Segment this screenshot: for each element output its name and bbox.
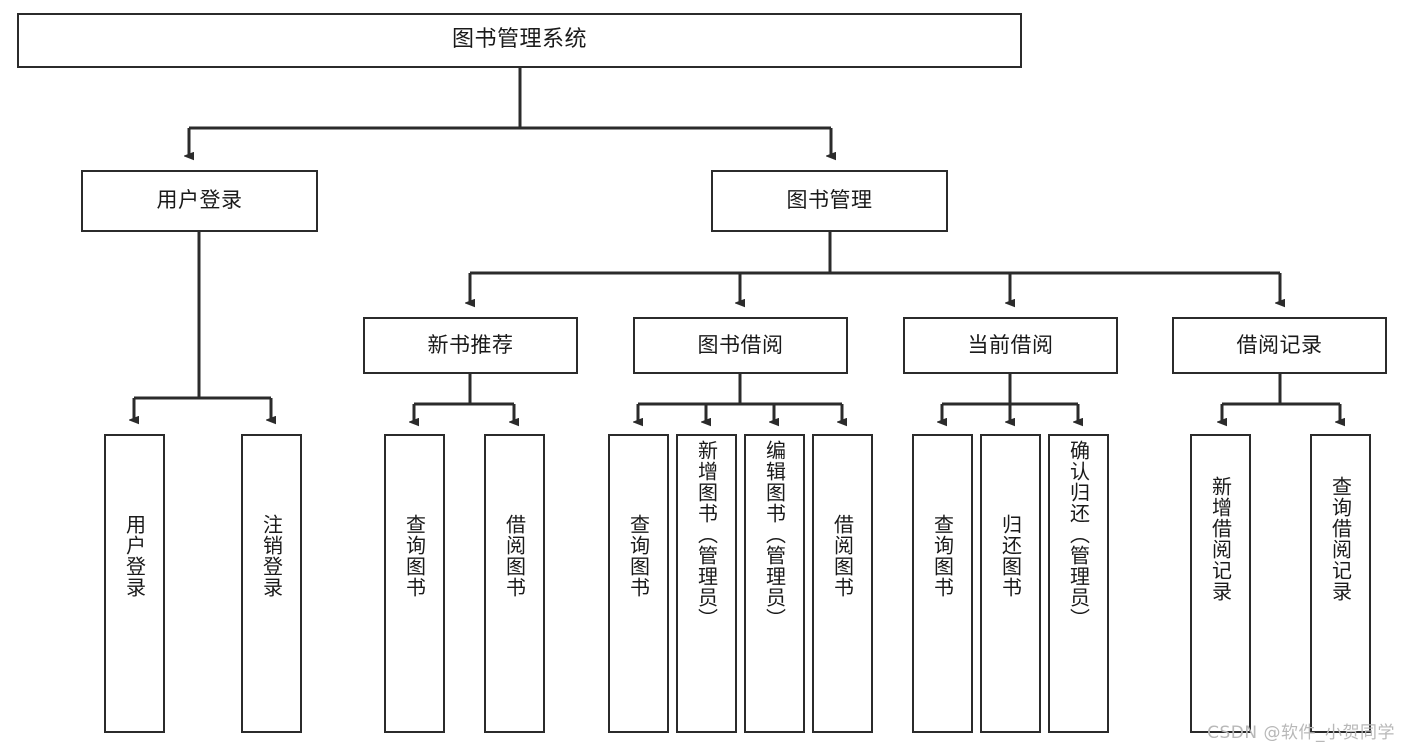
- node-label: 借阅图书: [502, 514, 527, 598]
- node-label: 当前借阅: [967, 332, 1054, 357]
- node-label: 查询图书: [626, 514, 651, 598]
- edge-bookmgmt-to-level3: [470, 232, 1280, 303]
- node-label: 用户登录: [156, 188, 243, 213]
- leaf-current-query-book[interactable]: 查询图书: [912, 434, 973, 733]
- node-label: 编辑图书（管理员）: [762, 440, 787, 629]
- leaf-user-login-signout[interactable]: 注销登录: [241, 434, 302, 733]
- node-borrow-record[interactable]: 借阅记录: [1172, 317, 1387, 374]
- node-label: 新增借阅记录: [1208, 476, 1233, 602]
- leaf-record-query-record[interactable]: 查询借阅记录: [1310, 434, 1371, 733]
- edge-newbook-to-leaves: [414, 374, 514, 422]
- node-label: 新书推荐: [427, 332, 514, 357]
- csdn-watermark: CSDN @软件_小贺同学: [1207, 723, 1395, 743]
- node-label: 用户登录: [122, 514, 147, 598]
- edge-bookborrow-to-leaves: [638, 374, 842, 422]
- node-label: 查询图书: [930, 514, 955, 598]
- node-label: 图书管理: [786, 188, 873, 213]
- edge-userlogin-to-leaves: [134, 232, 271, 420]
- node-root-library-system[interactable]: 图书管理系统: [17, 13, 1022, 68]
- leaf-borrow-borrow-book[interactable]: 借阅图书: [812, 434, 873, 733]
- leaf-current-confirm-return-admin[interactable]: 确认归还（管理员）: [1048, 434, 1109, 733]
- edge-root-to-level2: [189, 68, 831, 156]
- leaf-borrow-edit-book-admin[interactable]: 编辑图书（管理员）: [744, 434, 805, 733]
- node-label: 确认归还（管理员）: [1066, 440, 1091, 629]
- node-book-borrow[interactable]: 图书借阅: [633, 317, 848, 374]
- node-current-borrow[interactable]: 当前借阅: [903, 317, 1118, 374]
- leaf-borrow-query-book[interactable]: 查询图书: [608, 434, 669, 733]
- node-user-login[interactable]: 用户登录: [81, 170, 318, 232]
- node-label: 借阅图书: [830, 514, 855, 598]
- node-new-book-recommend[interactable]: 新书推荐: [363, 317, 578, 374]
- node-label: 归还图书: [998, 514, 1023, 598]
- leaf-current-return-book[interactable]: 归还图书: [980, 434, 1041, 733]
- node-label: 借阅记录: [1236, 332, 1323, 357]
- leaf-new-book-query-book[interactable]: 查询图书: [384, 434, 445, 733]
- leaf-record-add-record[interactable]: 新增借阅记录: [1190, 434, 1251, 733]
- node-label: 查询图书: [402, 514, 427, 598]
- edge-borrowrecord-to-leaves: [1222, 374, 1340, 422]
- node-label: 图书借阅: [697, 332, 784, 357]
- edge-currentborrow-to-leaves: [942, 374, 1078, 422]
- node-book-management[interactable]: 图书管理: [711, 170, 948, 232]
- leaf-user-login-signin[interactable]: 用户登录: [104, 434, 165, 733]
- node-label: 新增图书（管理员）: [694, 440, 719, 629]
- leaf-new-book-borrow-book[interactable]: 借阅图书: [484, 434, 545, 733]
- leaf-borrow-add-book-admin[interactable]: 新增图书（管理员）: [676, 434, 737, 733]
- node-label: 注销登录: [259, 514, 284, 598]
- node-label: 查询借阅记录: [1328, 476, 1353, 602]
- node-label: 图书管理系统: [451, 27, 587, 53]
